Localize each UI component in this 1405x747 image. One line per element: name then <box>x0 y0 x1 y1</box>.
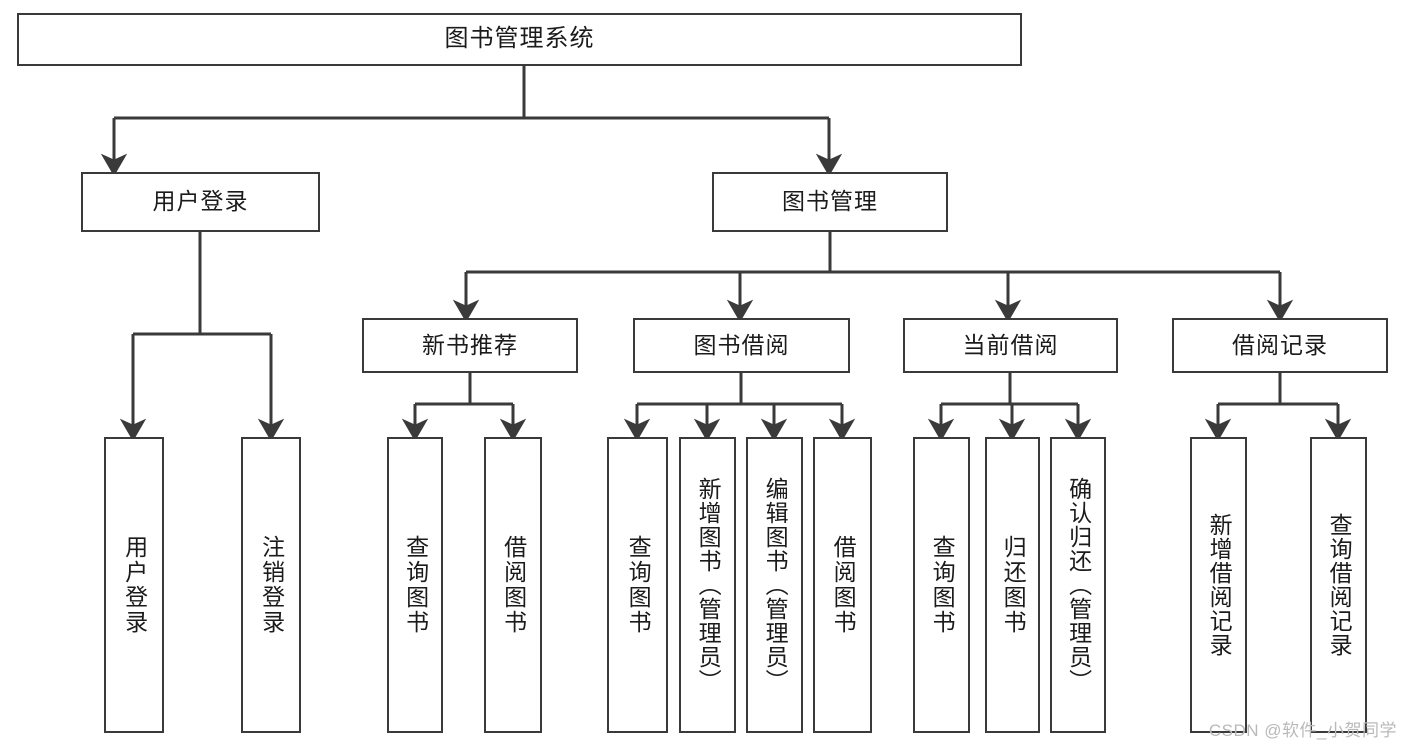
node-book-borrow-label: 图书借阅 <box>693 331 790 358</box>
leaf-add-book-admin-label: 新增图书（管理员） <box>695 477 722 693</box>
leaf-add-borrow-record-label: 新增借阅记录 <box>1206 513 1233 657</box>
leaf-query-book-current[interactable]: 查询图书 <box>913 437 970 733</box>
leaf-query-book-borrow-label: 查询图书 <box>625 535 652 635</box>
leaf-borrow-book-recommend-label: 借阅图书 <box>500 535 527 635</box>
node-borrow-records-label: 借阅记录 <box>1232 331 1328 358</box>
leaf-user-login-label: 用户登录 <box>121 535 148 635</box>
leaf-return-book-label: 归还图书 <box>1000 535 1027 635</box>
node-new-book-recommend-label: 新书推荐 <box>422 331 518 358</box>
leaf-query-book-current-label: 查询图书 <box>929 535 956 635</box>
leaf-user-login[interactable]: 用户登录 <box>104 437 164 733</box>
node-user-login[interactable]: 用户登录 <box>81 172 320 232</box>
leaf-confirm-return-admin-label: 确认归还（管理员） <box>1065 477 1092 693</box>
leaf-edit-book-admin-label: 编辑图书（管理员） <box>762 477 789 693</box>
leaf-logout[interactable]: 注销登录 <box>241 437 301 733</box>
leaf-borrow-book[interactable]: 借阅图书 <box>813 437 872 733</box>
leaf-confirm-return-admin[interactable]: 确认归还（管理员） <box>1050 437 1106 733</box>
node-current-borrow[interactable]: 当前借阅 <box>903 318 1118 373</box>
leaf-add-book-admin[interactable]: 新增图书（管理员） <box>679 437 736 733</box>
node-book-management-label: 图书管理 <box>782 188 878 215</box>
leaf-logout-label: 注销登录 <box>258 535 285 635</box>
leaf-query-borrow-record[interactable]: 查询借阅记录 <box>1310 437 1367 733</box>
node-new-book-recommend[interactable]: 新书推荐 <box>362 318 578 373</box>
leaf-query-book-borrow[interactable]: 查询图书 <box>607 437 668 733</box>
leaf-edit-book-admin[interactable]: 编辑图书（管理员） <box>746 437 803 733</box>
leaf-return-book[interactable]: 归还图书 <box>985 437 1040 733</box>
node-root-label: 图书管理系统 <box>444 25 595 53</box>
node-book-management[interactable]: 图书管理 <box>712 172 948 232</box>
leaf-query-borrow-record-label: 查询借阅记录 <box>1326 513 1353 657</box>
leaf-query-book-recommend[interactable]: 查询图书 <box>387 437 443 733</box>
node-user-login-label: 用户登录 <box>152 188 249 215</box>
node-borrow-records[interactable]: 借阅记录 <box>1172 318 1388 373</box>
leaf-borrow-book-label: 借阅图书 <box>830 535 857 635</box>
leaf-query-book-recommend-label: 查询图书 <box>402 535 429 635</box>
leaf-borrow-book-recommend[interactable]: 借阅图书 <box>484 437 542 733</box>
node-book-borrow[interactable]: 图书借阅 <box>633 318 850 373</box>
leaf-add-borrow-record[interactable]: 新增借阅记录 <box>1190 437 1247 733</box>
node-current-borrow-label: 当前借阅 <box>962 331 1059 358</box>
watermark: CSDN @软件_小贺同学 <box>1208 721 1397 740</box>
node-root[interactable]: 图书管理系统 <box>17 13 1022 66</box>
